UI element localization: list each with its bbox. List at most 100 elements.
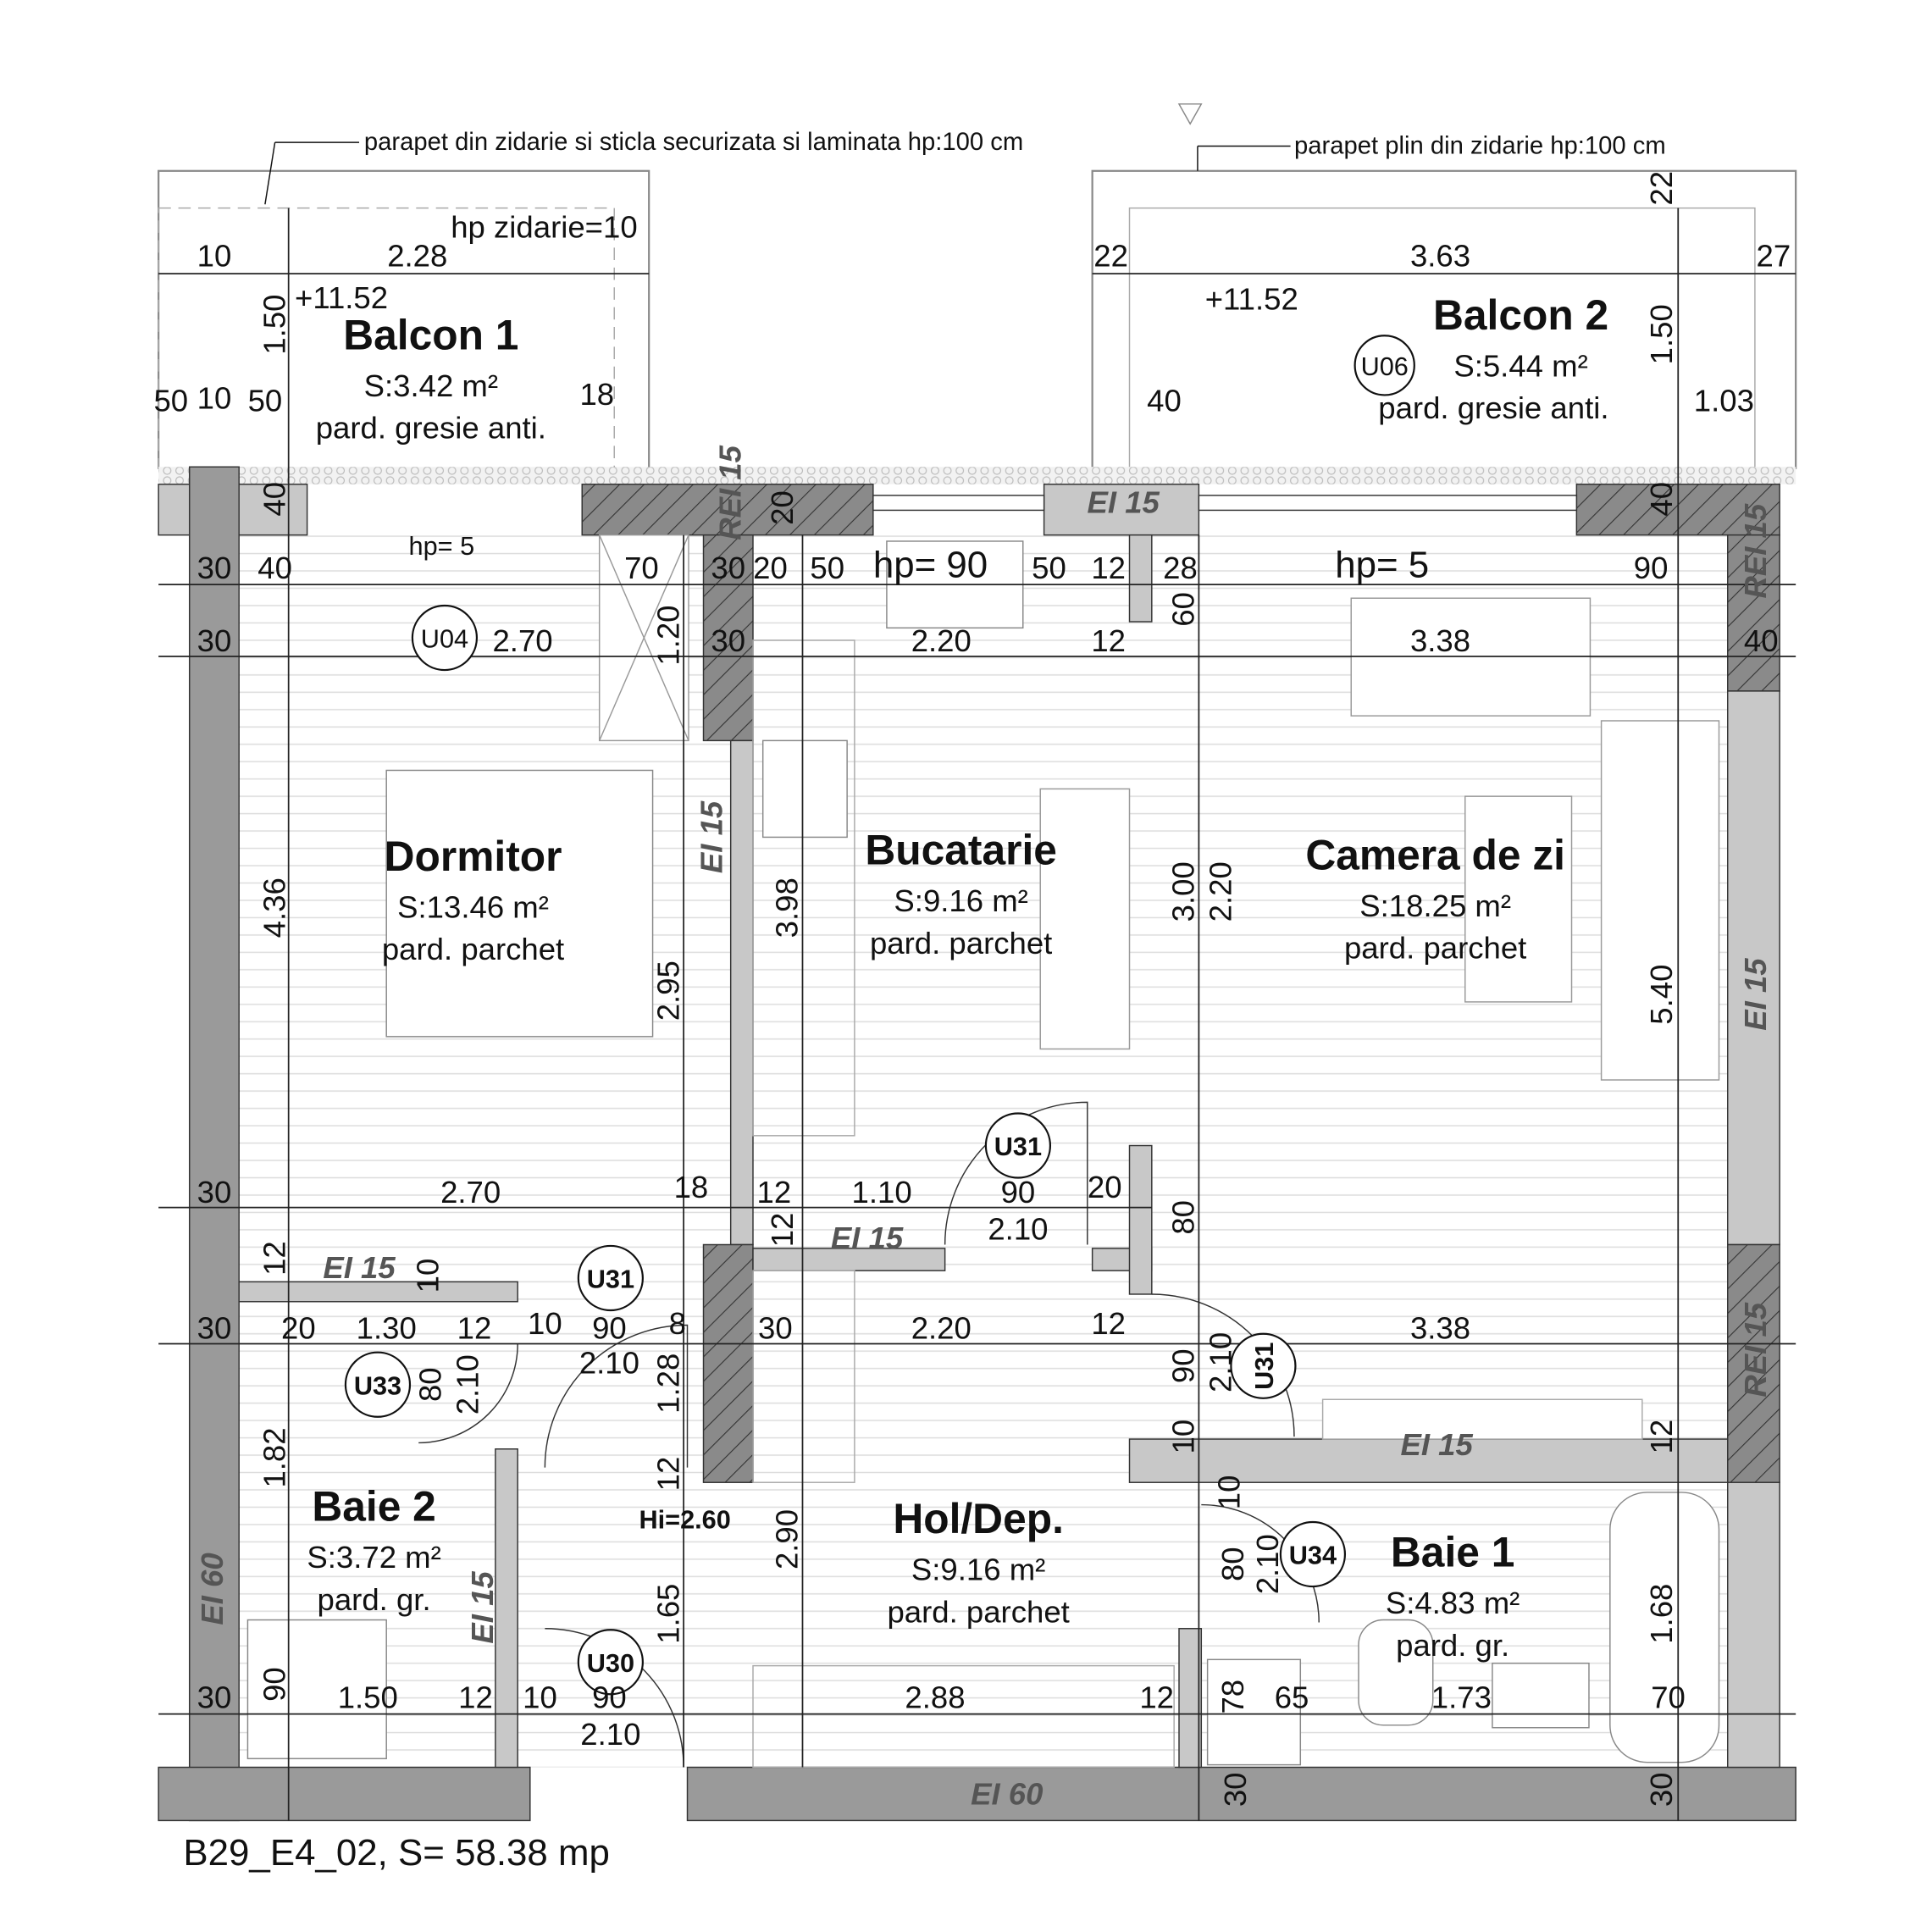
window (1198, 495, 1578, 512)
fire-rating-label: EI 15 (1088, 484, 1160, 519)
wall (752, 1248, 946, 1271)
fire-rating-label: EI 15 (1400, 1427, 1473, 1462)
room-area: S:3.72 m² (307, 1540, 440, 1575)
dimension-label: 40 (257, 482, 291, 517)
dimension-label: 80 (413, 1367, 448, 1402)
dimension-label: 40 (1147, 383, 1182, 418)
room-name: Camera de zi (1305, 831, 1565, 878)
dimension-label: 20 (1088, 1170, 1122, 1204)
insulation (158, 467, 1796, 484)
dimension-label: 22 (1644, 171, 1679, 206)
dimension-label: 2.90 (770, 1509, 805, 1569)
dimension-label: 50 (248, 383, 283, 418)
room-name: Dormitor (385, 833, 562, 880)
door-swing (418, 1343, 518, 1444)
dimension-label: 12 (1091, 623, 1126, 658)
dimension-label: 80 (1166, 1200, 1201, 1235)
door-tag-circle (1354, 335, 1415, 396)
dimension-label: 3.98 (770, 877, 805, 938)
wall (188, 466, 240, 1822)
wall (1727, 690, 1780, 1246)
room-flooring: pard. gr. (318, 1582, 431, 1617)
hp-zidarie-note: hp zidarie=10 (451, 210, 637, 245)
kitchen-counter (752, 639, 855, 1137)
room-area: S:3.42 m² (364, 368, 498, 403)
room-area: S:5.44 m² (1453, 349, 1587, 384)
hall-wardrobe (752, 1270, 855, 1483)
north-marker-icon (1177, 103, 1203, 125)
room-flooring: pard. parchet (382, 932, 564, 966)
level-marker: +11.52 (1205, 282, 1298, 317)
dimension-label: 2.88 (905, 1680, 965, 1714)
room-area: S:4.83 m² (1386, 1586, 1520, 1620)
leader-line (264, 142, 276, 205)
dimension-label: 2.10 (580, 1717, 640, 1752)
door-swing (545, 1628, 684, 1768)
door-tag: U06 (1354, 335, 1415, 396)
room-flooring: pard. gresie anti. (316, 411, 546, 446)
dimension-label: 40 (257, 551, 292, 585)
room-name: Hol/Dep. (893, 1495, 1064, 1542)
fire-rating-label: EI 15 (694, 800, 728, 873)
dimension-label: 1.28 (650, 1354, 685, 1414)
dimension-label: 10 (523, 1680, 557, 1714)
dimension-label: 12 (765, 1213, 800, 1248)
dimension-label: 1.03 (1694, 383, 1754, 418)
wall (1128, 1438, 1729, 1483)
wall (158, 1766, 531, 1822)
door-tag-label: U04 (421, 624, 468, 654)
hp-note: hp= 5 (1335, 544, 1429, 585)
dimension-label: 18 (579, 377, 614, 412)
washbasin (1492, 1662, 1590, 1729)
dimension-label: 30 (197, 1680, 232, 1714)
door-tag-label: U34 (1289, 1541, 1337, 1570)
door-tag-circle (577, 1244, 644, 1312)
dimension-label: 22 (1093, 238, 1128, 273)
room-name: Bucatarie (865, 827, 1057, 874)
fire-rating-label: EI 15 (831, 1221, 904, 1255)
dimension-label: 1.50 (338, 1680, 398, 1714)
dimension-label: 1.10 (852, 1175, 912, 1210)
dimension-label: 10 (1166, 1420, 1201, 1454)
dimension-label: 90 (1166, 1348, 1201, 1383)
door-tag-label: U06 (1361, 352, 1409, 381)
door-tag-label: U31 (587, 1265, 634, 1294)
dimension-label: 12 (1644, 1420, 1679, 1454)
dimension-label: 90 (1001, 1175, 1036, 1210)
dimension-label: 1.65 (650, 1584, 685, 1644)
door-tag-circle (1230, 1332, 1297, 1399)
dimension-label: 28 (1163, 551, 1198, 585)
dimension-label: 1.73 (1431, 1680, 1492, 1714)
dimension-label: 30 (197, 1311, 232, 1346)
wall (1128, 534, 1153, 623)
dimension-label: 2.28 (387, 238, 447, 273)
dimension-label: 12 (1091, 1306, 1126, 1341)
bed (385, 769, 654, 1038)
dimension-label: 90 (257, 1667, 291, 1702)
apartment-summary: B29_E4_02, S= 58.38 mp (183, 1832, 610, 1874)
dimension-label: 3.00 (1166, 861, 1201, 922)
room-area: S:9.16 m² (911, 1553, 1045, 1587)
wardrobe-cross (599, 534, 689, 741)
wall (1727, 1481, 1780, 1769)
dimension-label: 12 (457, 1311, 492, 1346)
wall (686, 1766, 1796, 1822)
dimension-label: 2.10 (1250, 1534, 1285, 1594)
toilet (1358, 1619, 1434, 1726)
radiator (1321, 1398, 1643, 1440)
dimension-label: 2.95 (650, 960, 685, 1021)
dimension-label: 8 (669, 1306, 686, 1341)
dimension-label: 27 (1757, 238, 1791, 273)
dimension-label: 3.38 (1410, 623, 1470, 658)
door-tag: U30 (577, 1629, 644, 1696)
wall-hatched (702, 534, 754, 742)
fire-rating-label: EI 15 (323, 1250, 396, 1285)
wall-hatched (702, 1243, 754, 1483)
dimension-label: 1.30 (357, 1311, 417, 1346)
door-tag-circle (984, 1112, 1052, 1179)
fire-rating-label: REI 15 (1738, 503, 1773, 598)
dimension-label: 50 (153, 383, 188, 418)
dimension-label: 2.70 (492, 623, 552, 658)
dimension-label: 70 (624, 551, 659, 585)
